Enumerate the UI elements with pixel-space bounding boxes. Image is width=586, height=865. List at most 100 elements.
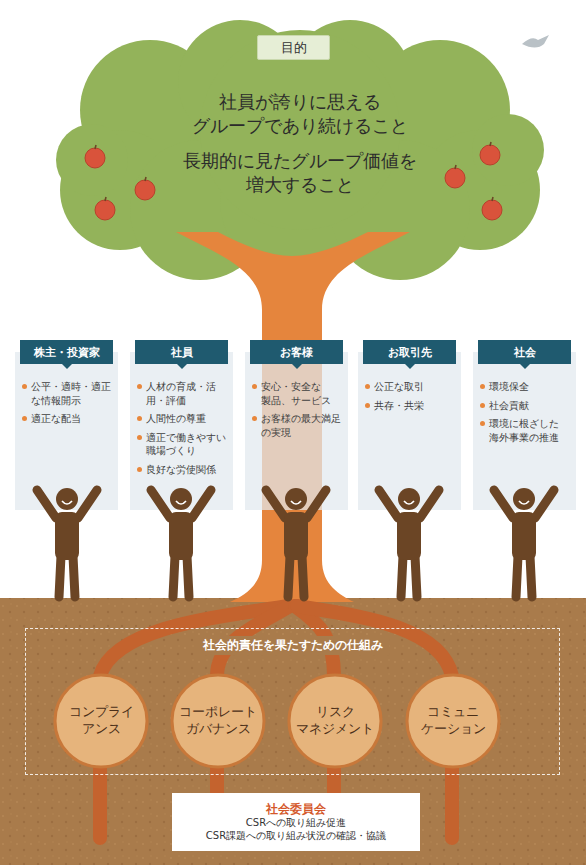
person-figure xyxy=(379,488,439,597)
bullet-list: 公平・適時・適正 な情報開示適正な配当 xyxy=(21,380,114,431)
circle-node: コミュニ ケーション xyxy=(405,673,501,769)
bullet-text: 人材の育成・活 用・評価 xyxy=(146,380,229,407)
bullet-text: 人間性の尊重 xyxy=(146,412,229,426)
bullet-text: 適正な配当 xyxy=(31,412,114,426)
bullet-list: 人材の育成・活 用・評価人間性の尊重適正で働きやすい 職場づくり良好な労使関係 xyxy=(136,380,229,481)
circle-shape xyxy=(289,675,381,767)
tab-pointer xyxy=(177,364,187,369)
bullet-text: 良好な労使関係 xyxy=(146,463,229,477)
bullet-dot xyxy=(252,416,257,421)
committee-heading: 社会委員会 xyxy=(266,802,326,817)
bullet-list: 環境保全社会貢献環境に根ざした 海外事業の推進 xyxy=(479,380,572,449)
tree-trunk xyxy=(230,290,354,602)
purpose-tag-text: 目的 xyxy=(281,39,307,57)
person-body xyxy=(169,512,193,560)
bullet-text: 公平・適時・適正 な情報開示 xyxy=(31,380,114,407)
person-limbs xyxy=(151,490,211,597)
apple xyxy=(445,168,465,188)
bullet-dot xyxy=(22,384,27,389)
bullet-item: 適正で働きやすい 職場づくり xyxy=(136,431,229,458)
person-figure xyxy=(37,488,97,597)
mechanism-text: コンプライ アンス xyxy=(59,704,143,738)
circle-shape xyxy=(172,675,264,767)
panel-background xyxy=(15,352,118,510)
bullet-item: 適正な配当 xyxy=(21,412,114,426)
committee-text: CSRへの取り組み促進 xyxy=(246,816,346,829)
canopy-lobe xyxy=(472,114,544,186)
apple xyxy=(135,180,155,200)
bullet-dot xyxy=(22,416,27,421)
apple-stem xyxy=(455,165,456,169)
person-head xyxy=(170,488,192,510)
tab-pointer xyxy=(62,364,72,369)
bullet-item: 公正な取引 xyxy=(364,380,457,394)
person-smile xyxy=(519,501,529,504)
panel-node: 株主・投資家公平・適時・適正 な情報開示適正な配当 xyxy=(15,340,118,510)
bullet-item: 環境に根ざした 海外事業の推進 xyxy=(479,417,572,444)
bullet-dot xyxy=(480,421,485,426)
bullet-dot xyxy=(137,416,142,421)
person-limbs xyxy=(37,490,97,597)
person-figure xyxy=(266,488,326,597)
stakeholder-heading: お客様 xyxy=(280,345,313,360)
canopy-node: 社員が誇りに思える グループであり続けること長期的に見たグループ価値を 増大する… xyxy=(55,15,545,305)
mechanism-text: コミュニ ケーション xyxy=(411,704,495,738)
apple-stem xyxy=(145,177,146,181)
purpose-text: 長期的に見たグループ価値を 増大すること xyxy=(150,149,450,198)
bullet-dot xyxy=(137,435,142,440)
bullet-text: 共存・共栄 xyxy=(374,399,457,413)
apple xyxy=(85,148,105,168)
mechanism-text: リスク マネジメント xyxy=(293,704,377,738)
panel-background xyxy=(130,352,233,510)
apple-stem xyxy=(492,197,493,201)
bullet-dot xyxy=(365,403,370,408)
person-body xyxy=(55,512,79,560)
stakeholder-tab: 社会 xyxy=(478,340,571,364)
apple xyxy=(480,145,500,165)
bullet-item: 人間性の尊重 xyxy=(136,412,229,426)
ground xyxy=(0,598,586,865)
dashed-node: 社会的責任を果たすための仕組みコンプライ アンスコーポレート ガバナンスリスク … xyxy=(25,628,560,775)
person-body xyxy=(397,512,421,560)
bullet-dot xyxy=(137,467,142,472)
circle-shape xyxy=(55,675,147,767)
bullet-item: 社会貢献 xyxy=(479,399,572,413)
mechanism-heading: 社会的責任を果たすための仕組み xyxy=(197,636,389,655)
bullet-text: 公正な取引 xyxy=(374,380,457,394)
bullet-dot xyxy=(480,403,485,408)
committee-node: 社会委員会CSRへの取り組み促進CSR課題への取り組み状況の確認・協議 xyxy=(172,793,420,851)
bullet-list: 公正な取引共存・共栄 xyxy=(364,380,457,417)
stakeholder-heading: お取引先 xyxy=(388,345,432,360)
tag-node: 目的 xyxy=(257,35,330,60)
bullet-text: 環境に根ざした 海外事業の推進 xyxy=(489,417,572,444)
root xyxy=(445,765,459,838)
panel-node: 社会環境保全社会貢献環境に根ざした 海外事業の推進 xyxy=(473,340,576,510)
bullet-item: 良好な労使関係 xyxy=(136,463,229,477)
root xyxy=(93,765,107,838)
person-body xyxy=(512,512,536,560)
purpose-text: 社員が誇りに思える グループであり続けること xyxy=(150,90,450,139)
person-smile xyxy=(62,501,72,504)
apple xyxy=(482,200,502,220)
panel-node: お客様安心・安全な 製品、サービスお客様の最大満足 の実現 xyxy=(245,340,348,510)
apple xyxy=(95,200,115,220)
bullet-item: 人材の育成・活 用・評価 xyxy=(136,380,229,407)
stakeholder-heading: 社員 xyxy=(171,345,193,360)
person-head xyxy=(513,488,535,510)
apple-stem xyxy=(490,142,491,146)
person-figure xyxy=(494,488,554,597)
person-head xyxy=(285,488,307,510)
bullet-text: 環境保全 xyxy=(489,380,572,394)
bullet-item: 安心・安全な 製品、サービス xyxy=(251,380,344,407)
person-body xyxy=(284,512,308,560)
bullet-dot xyxy=(365,384,370,389)
stakeholder-tab: 株主・投資家 xyxy=(20,340,113,364)
circle-node: コンプライ アンス xyxy=(53,673,149,769)
apple-stem xyxy=(105,197,106,201)
stakeholder-tab: お取引先 xyxy=(363,340,456,364)
person-figure xyxy=(151,488,211,597)
bullet-text: お客様の最大満足 の実現 xyxy=(261,412,344,439)
person-smile xyxy=(176,501,186,504)
circle-node: リスク マネジメント xyxy=(287,673,383,769)
